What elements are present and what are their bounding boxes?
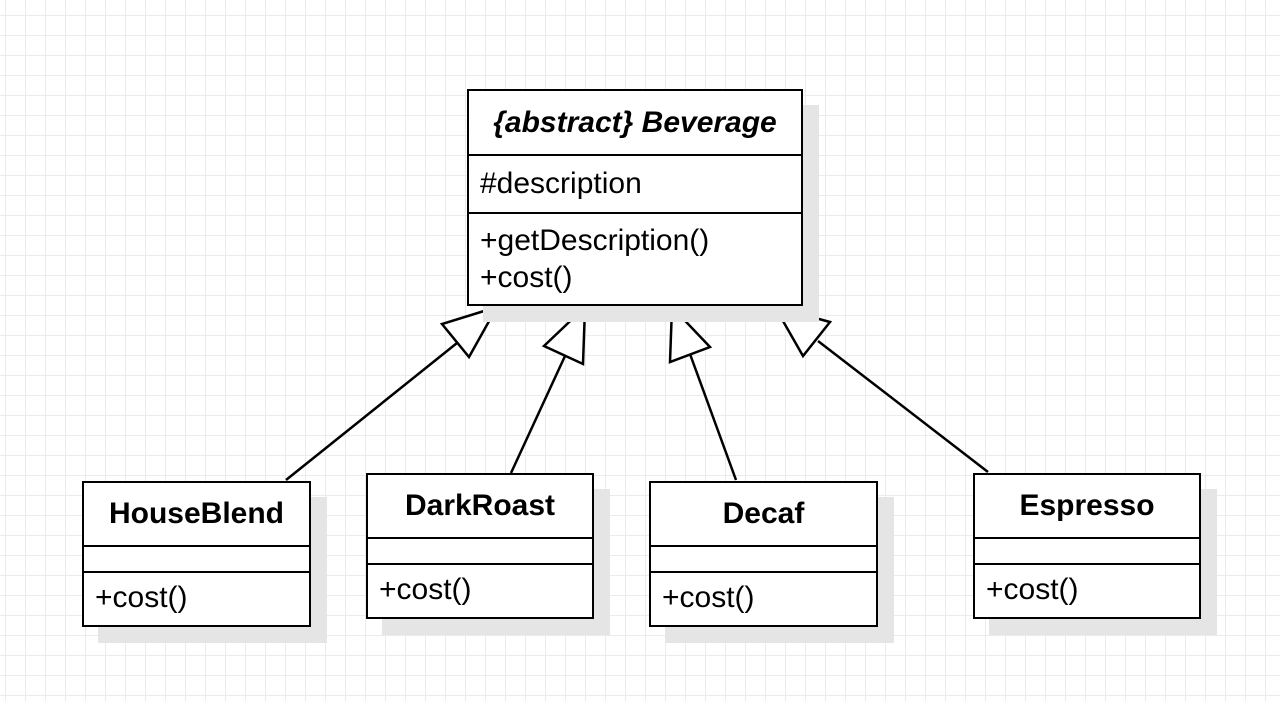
attributes-compartment — [651, 547, 876, 573]
generalization-arrowhead — [439, 304, 500, 360]
method-cost: +cost() — [379, 573, 472, 606]
class-beverage[interactable]: {abstract} Beverage #description +getDes… — [467, 89, 803, 306]
method-cost: +cost() — [662, 581, 755, 614]
class-darkroast[interactable]: DarkRoast +cost() — [366, 473, 594, 619]
edge-decaf-to-beverage — [688, 353, 738, 481]
attributes-compartment — [975, 539, 1199, 565]
method-cost: +cost() — [480, 261, 573, 294]
method-cost: +cost() — [986, 573, 1079, 606]
attributes-compartment — [84, 547, 309, 573]
method-getdescription: +getDescription() — [480, 224, 710, 257]
class-houseblend[interactable]: HouseBlend +cost() — [82, 481, 311, 627]
methods-compartment: +cost() — [651, 573, 876, 616]
edge-darkroast-to-beverage — [509, 355, 567, 474]
methods-compartment: +cost() — [975, 565, 1199, 608]
generalization-arrowhead — [668, 303, 713, 364]
class-decaf[interactable]: Decaf +cost() — [649, 481, 878, 627]
class-name: Decaf — [651, 483, 876, 547]
class-name: Espresso — [975, 475, 1199, 539]
method-cost: +cost() — [95, 581, 188, 614]
class-name: {abstract} Beverage — [469, 91, 801, 156]
methods-compartment: +getDescription() +cost() — [469, 214, 801, 296]
attributes-compartment: #description — [469, 156, 801, 214]
methods-compartment: +cost() — [368, 565, 592, 608]
edge-espresso-to-beverage — [817, 340, 989, 473]
class-name: HouseBlend — [84, 483, 309, 547]
methods-compartment: +cost() — [84, 573, 309, 616]
class-espresso[interactable]: Espresso +cost() — [973, 473, 1201, 619]
attribute-description: #description — [480, 167, 642, 200]
edge-houseblend-to-beverage — [285, 342, 458, 481]
attributes-compartment — [368, 539, 592, 565]
generalization-arrowhead — [541, 303, 587, 366]
generalization-arrowhead — [772, 305, 833, 359]
class-name: DarkRoast — [368, 475, 592, 539]
